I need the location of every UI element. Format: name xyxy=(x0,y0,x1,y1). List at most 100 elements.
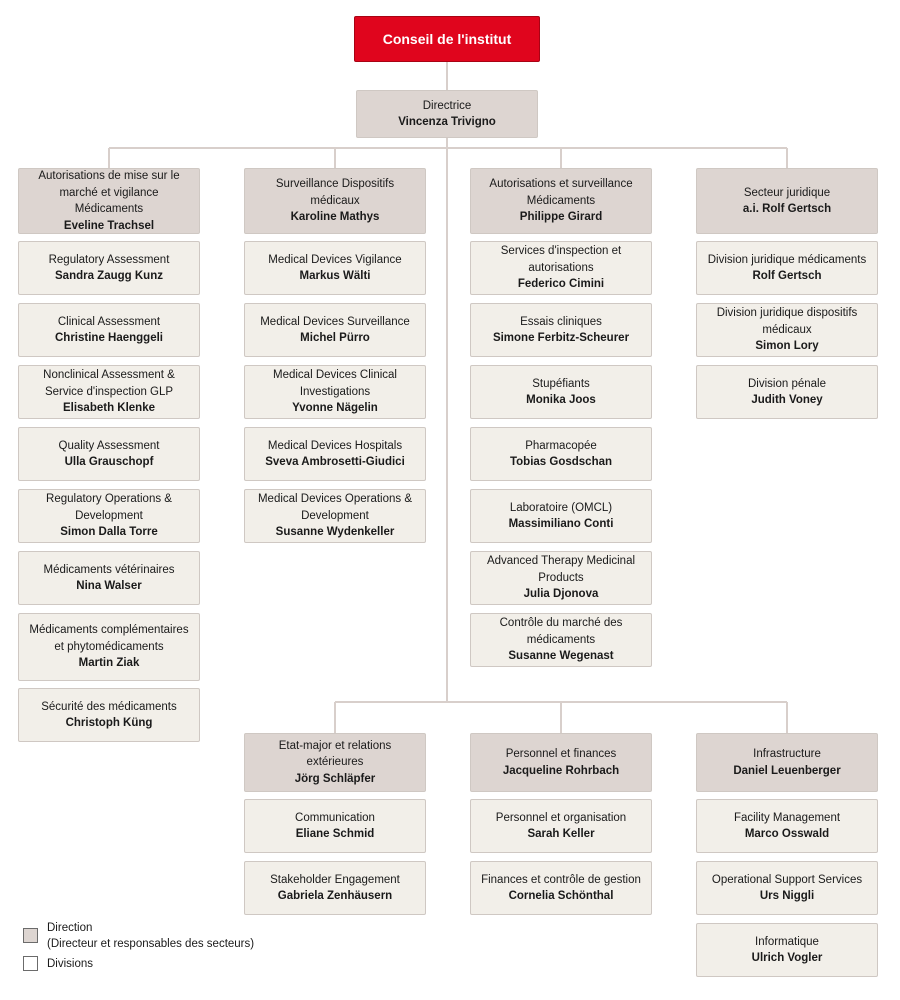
division-box-name: Elisabeth Klenke xyxy=(62,402,156,415)
division-box-title: Services d'inspection et autorisations xyxy=(500,245,622,274)
division-box-name: Monika Joos xyxy=(526,394,596,406)
division-box-title: Stakeholder Engagement xyxy=(270,873,400,886)
legend-swatch-direction xyxy=(23,928,38,943)
division-box-name: Christoph Küng xyxy=(65,717,153,729)
division-box-title: Regulatory Assessment xyxy=(48,253,170,266)
division-box-title: Laboratoire (OMCL) xyxy=(509,501,613,514)
division-box-title: Pharmacopée xyxy=(525,439,597,452)
sector-box: Autorisations et surveillance Médicament… xyxy=(470,168,652,234)
division-box-name: Markus Wälti xyxy=(299,270,371,282)
division-box-title: Contrôle du marché des médicaments xyxy=(499,617,623,646)
division-box-title: Personnel et organisation xyxy=(495,811,627,824)
sector-box-name: Jörg Schläpfer xyxy=(294,772,376,785)
council-box: Conseil de l'institut xyxy=(354,16,540,62)
legend-direction-note: (Directeur et responsables des secteurs) xyxy=(47,938,255,950)
division-box-name: Cornelia Schönthal xyxy=(508,890,614,902)
division-box-name: Rolf Gertsch xyxy=(752,270,822,282)
division-box-title: Facility Management xyxy=(733,811,841,824)
division-box-name: Julia Djonova xyxy=(523,588,599,601)
division-box: Nonclinical Assessment & Service d'inspe… xyxy=(18,365,200,419)
sector-box-name: Daniel Leuenberger xyxy=(733,764,841,777)
division-box: Medical Devices Operations & Development… xyxy=(244,489,426,543)
division-box-name: Judith Voney xyxy=(751,394,823,406)
division-box-title: Division pénale xyxy=(748,377,826,390)
division-box-title: Operational Support Services xyxy=(711,873,863,886)
division-box-title: Médicaments vétérinaires xyxy=(43,563,175,576)
division-box-title: Quality Assessment xyxy=(58,439,160,452)
division-box-title: Informatique xyxy=(755,935,819,948)
sector-box-name: a.i. Rolf Gertsch xyxy=(742,203,832,215)
sector-box-title: Etat-major et relations extérieures xyxy=(278,739,392,769)
division-box-title: Advanced Therapy Medicinal Products xyxy=(486,555,636,584)
division-box-name: Federico Cimini xyxy=(517,278,605,291)
division-box-name: Ulrich Vogler xyxy=(751,952,823,964)
division-box-title: Clinical Assessment xyxy=(57,315,161,328)
division-box-title: Communication xyxy=(295,811,375,824)
sector-box-title: Personnel et finances xyxy=(505,748,617,760)
division-box-name: Sveva Ambrosetti-Giudici xyxy=(265,456,405,468)
division-box-name: Susanne Wegenast xyxy=(508,650,614,663)
division-box-name: Simone Ferbitz-Scheurer xyxy=(492,332,630,344)
division-box-title: Medical Devices Vigilance xyxy=(268,253,402,266)
sector-box-title: Secteur juridique xyxy=(743,186,831,199)
sector-box-title: Autorisations de mise sur le marché et v… xyxy=(38,170,180,215)
division-box-title: Essais cliniques xyxy=(520,315,602,328)
director-title: Directrice xyxy=(422,99,472,112)
council-label: Conseil de l'institut xyxy=(382,31,512,47)
division-box-title: Sécurité des médicaments xyxy=(41,700,177,713)
division-box-title: Nonclinical Assessment & Service d'inspe… xyxy=(43,369,175,398)
director-box: Directrice Vincenza Trivigno xyxy=(356,90,538,138)
division-box-name: Nina Walser xyxy=(76,580,142,592)
division-box-title: Finances et contrôle de gestion xyxy=(481,873,641,886)
division-box-name: Yvonne Nägelin xyxy=(292,402,378,415)
division-box-name: Simon Lory xyxy=(755,340,819,353)
division-box-name: Gabriela Zenhäusern xyxy=(277,890,393,902)
division-box-title: Medical Devices Clinical Investigations xyxy=(273,369,397,398)
division-box-title: Division juridique dispositifs médicaux xyxy=(716,307,858,336)
division-box-name: Sarah Keller xyxy=(527,828,595,840)
division-box-title: Medical Devices Surveillance xyxy=(260,315,410,328)
division-box-name: Urs Niggli xyxy=(759,890,815,902)
division-box-title: Medical Devices Operations & Development xyxy=(257,493,413,522)
division-box-name: Simon Dalla Torre xyxy=(60,526,158,539)
division-box-title: Division juridique médicaments xyxy=(707,253,867,266)
sector-box-title: Surveillance Dispositifs médicaux xyxy=(275,178,395,207)
sector-box: Secteur juridique a.i. Rolf Gertsch xyxy=(696,168,878,234)
division-box-name: Christine Haenggeli xyxy=(55,332,163,344)
legend-divisions-label: Divisions xyxy=(47,958,94,970)
sector-box-title: Infrastructure xyxy=(753,748,821,760)
legend-swatch-division xyxy=(23,956,38,971)
sector-box-name: Jacqueline Rohrbach xyxy=(502,764,620,777)
division-box-name: Martin Ziak xyxy=(78,657,140,670)
division-box-title: Regulatory Operations & Development xyxy=(46,493,172,522)
sector-box-title: Autorisations et surveillance Médicament… xyxy=(489,178,633,207)
division-box-name: Michel Pürro xyxy=(300,332,370,344)
division-box: Laboratoire (OMCL)Massimiliano Conti xyxy=(470,489,652,543)
division-box: Médicaments complémentaires et phytomédi… xyxy=(18,613,200,681)
sector-box-name: Philippe Girard xyxy=(519,211,603,224)
director-name: Vincenza Trivigno xyxy=(398,116,496,128)
legend-direction-label: Direction xyxy=(47,922,93,934)
